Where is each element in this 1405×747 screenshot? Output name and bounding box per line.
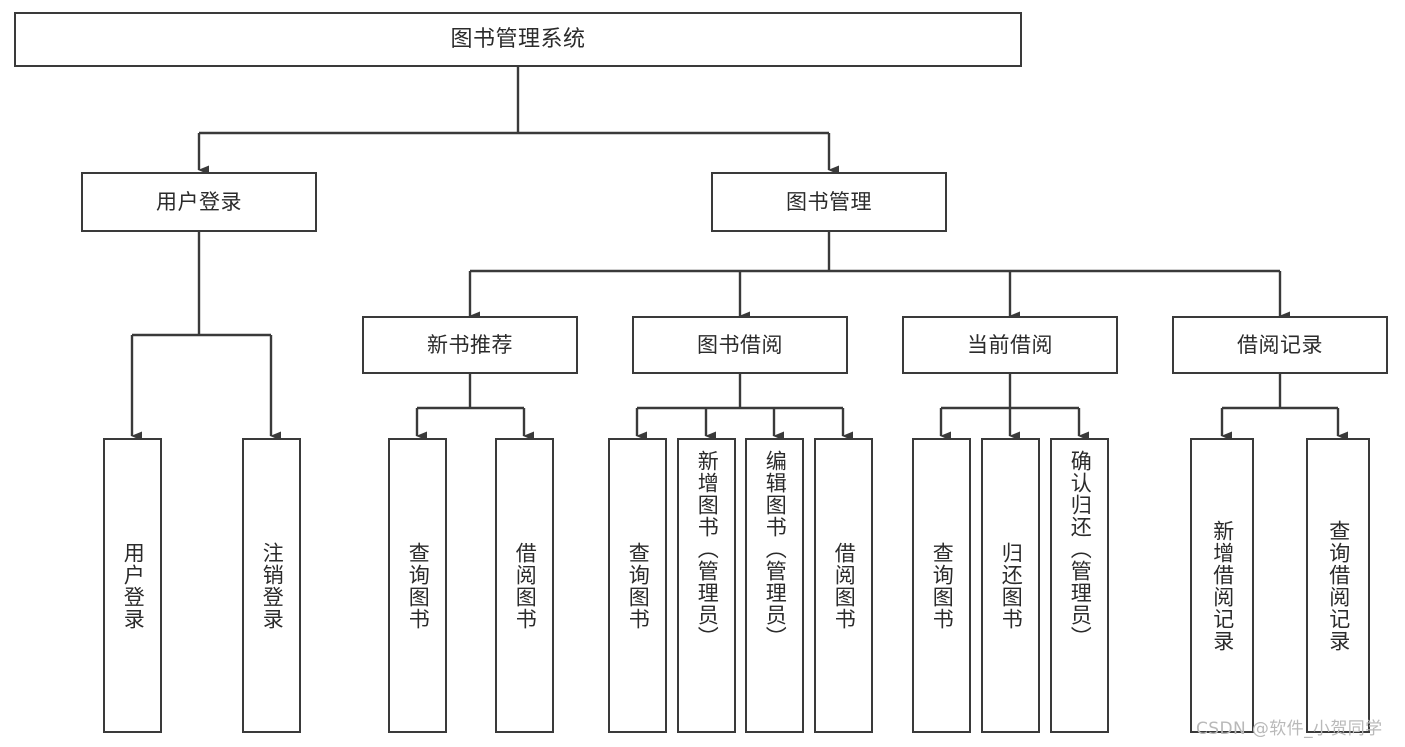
node-label: 新增借阅记录 — [1210, 519, 1235, 652]
node-label: 查询图书 — [930, 541, 955, 630]
node-label: 借阅记录 — [1237, 332, 1323, 357]
leaf-query-borrow-record[interactable]: 查询借阅记录 — [1306, 438, 1370, 733]
leaf-user-login[interactable]: 用户登录 — [103, 438, 162, 733]
node-label: 用户登录 — [121, 541, 146, 630]
leaf-borrow-book[interactable]: 借阅图书 — [814, 438, 873, 733]
leaf-query-book-recommend[interactable]: 查询图书 — [388, 438, 447, 733]
node-label: 当前借阅 — [967, 332, 1053, 357]
node-label: 图书借阅 — [697, 332, 783, 357]
leaf-edit-book-admin[interactable]: 编辑图书（管理员） — [745, 438, 804, 733]
node-label: 归还图书 — [999, 541, 1024, 630]
leaf-return-book[interactable]: 归还图书 — [981, 438, 1040, 733]
node-label: 借阅图书 — [513, 541, 538, 630]
leaf-add-book-admin[interactable]: 新增图书（管理员） — [677, 438, 736, 733]
leaf-logout-login[interactable]: 注销登录 — [242, 438, 301, 733]
node-label: 图书管理 — [786, 189, 872, 214]
node-label: 新增图书（管理员） — [695, 450, 720, 648]
node-book-borrow[interactable]: 图书借阅 — [632, 316, 848, 374]
csdn-watermark: CSDN @软件_小贺同学 — [1196, 719, 1383, 739]
leaf-confirm-return-admin[interactable]: 确认归还（管理员） — [1050, 438, 1109, 733]
node-label: 用户登录 — [156, 189, 242, 214]
node-label: 确认归还（管理员） — [1068, 450, 1093, 648]
node-current-borrow[interactable]: 当前借阅 — [902, 316, 1118, 374]
node-borrow-record[interactable]: 借阅记录 — [1172, 316, 1388, 374]
node-label: 注销登录 — [260, 541, 285, 630]
leaf-add-borrow-record[interactable]: 新增借阅记录 — [1190, 438, 1254, 733]
leaf-borrow-book-recommend[interactable]: 借阅图书 — [495, 438, 554, 733]
node-label: 编辑图书（管理员） — [763, 450, 788, 648]
node-label: 借阅图书 — [832, 541, 857, 630]
node-new-book-recommend[interactable]: 新书推荐 — [362, 316, 578, 374]
leaf-query-book-borrow[interactable]: 查询图书 — [608, 438, 667, 733]
node-label: 查询图书 — [406, 541, 431, 630]
node-label: 新书推荐 — [427, 332, 513, 357]
node-label: 查询借阅记录 — [1326, 519, 1351, 652]
node-label: 图书管理系统 — [450, 26, 586, 52]
node-root-system[interactable]: 图书管理系统 — [14, 12, 1022, 67]
node-user-login[interactable]: 用户登录 — [81, 172, 317, 232]
node-book-management[interactable]: 图书管理 — [711, 172, 947, 232]
leaf-query-book-current[interactable]: 查询图书 — [912, 438, 971, 733]
node-label: 查询图书 — [626, 541, 651, 630]
